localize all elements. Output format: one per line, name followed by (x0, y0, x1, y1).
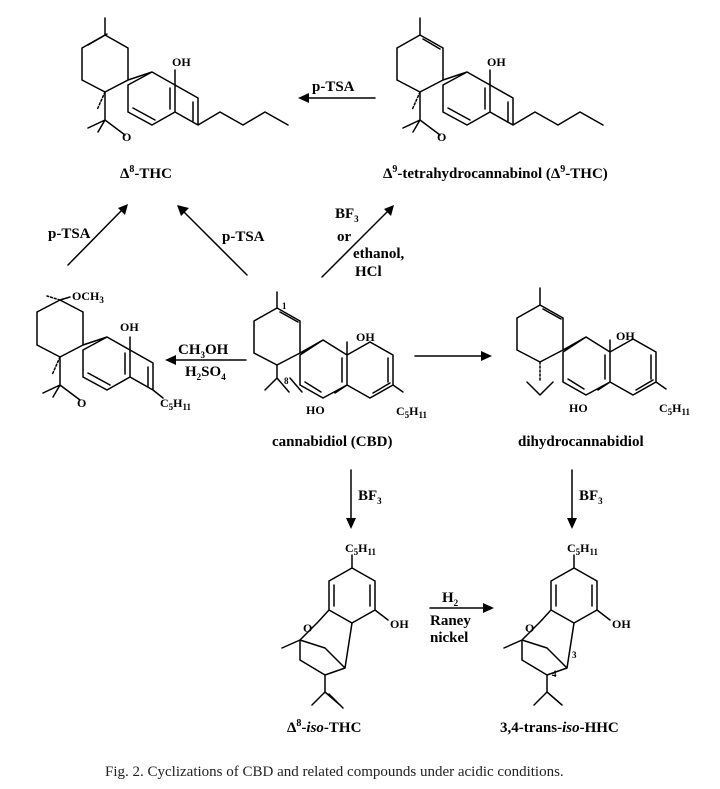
cbd-c5h11: C5H11 (396, 404, 428, 420)
dihydro-label: dihydrocannabidiol (518, 434, 644, 450)
methoxy-och3: OCH3 (72, 289, 104, 305)
arrow-delta9-to-delta8 (298, 93, 376, 103)
methoxy-c5h11: C5H11 (160, 396, 192, 412)
reagent-nickel: nickel (430, 630, 468, 646)
delta8-iso-thc-structure: C5H11 OH O (281, 541, 409, 709)
cbd-locant-1: 1 (282, 301, 287, 311)
reagent-ptsa-top: p-TSA (312, 79, 355, 95)
reagent-h2: H2 (442, 590, 459, 608)
dihydrocannabidiol-structure: OH HO C5H11 (516, 287, 691, 417)
reagent-ptsa-left: p-TSA (48, 226, 91, 242)
hhc-oh: OH (612, 617, 631, 631)
hhc-locant-4: 4 (552, 669, 557, 679)
iso-hhc-structure: C5H11 OH O 3 4 (503, 541, 631, 706)
reagent-or: or (337, 229, 352, 245)
reagent-bf3-left: BF3 (358, 488, 382, 506)
delta8-o: O (122, 130, 131, 144)
delta9-thc-structure: OH O (396, 17, 604, 144)
arrow-methoxy-to-delta8 (67, 204, 128, 266)
delta8-thc-structure: OH O (81, 17, 289, 144)
reagent-ethanol: ethanol, (353, 246, 405, 262)
dihydro-c5h11: C5H11 (659, 401, 691, 417)
methoxy-thc-structure: OCH3 OH O C5H11 (36, 289, 192, 412)
reagent-h2so4: H2SO4 (185, 364, 226, 382)
reagent-ch3oh: CH3OH (178, 342, 229, 360)
arrow-cbd-to-methoxy (165, 355, 247, 365)
delta8-thc-label: Δ8-THC (120, 164, 172, 182)
arrow-cbd-to-iso-thc (346, 469, 356, 529)
reagent-hcl: HCl (355, 264, 382, 280)
hhc-o: O (525, 621, 534, 635)
iso-thc-oh: OH (390, 617, 409, 631)
delta9-o: O (437, 130, 446, 144)
delta9-oh: OH (487, 55, 506, 69)
methoxy-o: O (77, 396, 86, 410)
hhc-locant-3: 3 (572, 650, 577, 660)
methoxy-oh: OH (120, 320, 139, 334)
arrow-iso-thc-to-hhc (429, 603, 494, 613)
reagent-ptsa-center: p-TSA (222, 229, 265, 245)
arrow-cbd-to-dihydro (414, 351, 492, 361)
cbd-structure: 1 8 OH HO C5H11 (253, 291, 428, 420)
delta9-thc-label: Δ9-tetrahydrocannabinol (Δ9-THC) (383, 164, 608, 182)
figure-caption: Fig. 2. Cyclizations of CBD and related … (105, 764, 564, 780)
delta8-iso-thc-label: Δ8-iso-THC (287, 718, 361, 736)
dihydro-ho: HO (569, 401, 588, 415)
iso-thc-c5h11: C5H11 (345, 541, 377, 557)
reagent-bf3-upper: BF3 (335, 206, 359, 224)
cbd-ho: HO (306, 403, 325, 417)
iso-thc-o: O (303, 621, 312, 635)
dihydro-oh: OH (616, 329, 635, 343)
reagent-raney: Raney (430, 613, 471, 629)
cbd-oh: OH (356, 330, 375, 344)
reagent-bf3-right: BF3 (579, 488, 603, 506)
delta8-oh: OH (172, 55, 191, 69)
hhc-c5h11: C5H11 (567, 541, 599, 557)
arrow-dihydro-to-hhc (567, 469, 577, 529)
cbd-locant-8: 8 (284, 376, 289, 386)
cbd-label: cannabidiol (CBD) (272, 434, 392, 450)
iso-hhc-label: 3,4-trans-iso-HHC (500, 720, 619, 736)
arrow-cbd-to-delta8 (177, 205, 248, 276)
arrow-cbd-to-delta9 (321, 205, 394, 278)
